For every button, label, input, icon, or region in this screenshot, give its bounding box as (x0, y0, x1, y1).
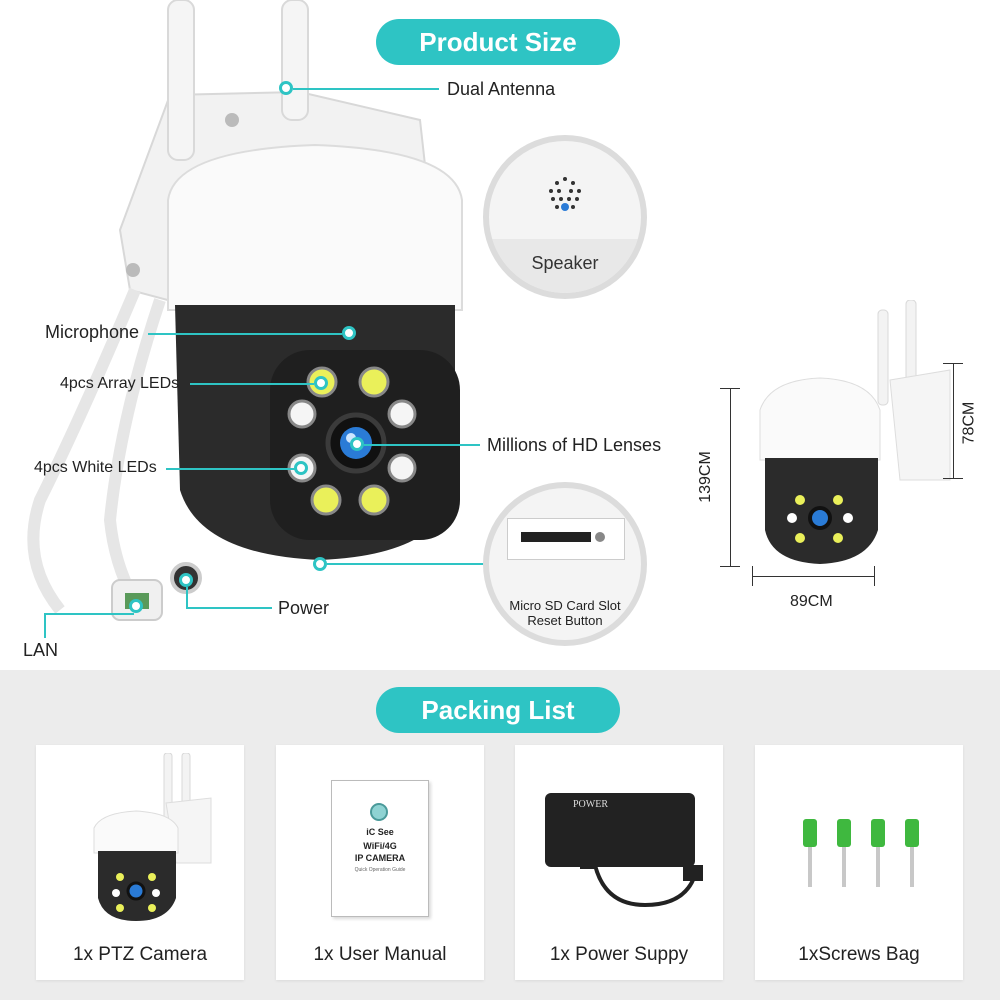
white-leds-lead-line (166, 468, 296, 470)
white-leds-marker-dot (294, 461, 308, 475)
height-dome-bottom-tick (943, 478, 963, 479)
manual-brand: iC See (366, 827, 394, 837)
speaker-label-band (489, 239, 641, 293)
sd-slot-lead-line (327, 563, 485, 565)
white-leds-label: 4pcs White LEDs (34, 459, 157, 476)
sd-card-slot (521, 532, 591, 542)
product-size-title: Product Size (376, 19, 620, 65)
packing-item-power: POWER 1x Power Suppy (515, 745, 723, 980)
lan-lead-line (44, 613, 134, 615)
height-dome-dimension-line (953, 363, 954, 478)
dual-antenna-label: Dual Antenna (447, 79, 556, 99)
packing-item-manual-label: 1x User Manual (313, 944, 447, 965)
power-adapter-text: POWER (573, 799, 608, 810)
power-lead-line (186, 607, 272, 609)
packing-list-title: Packing List (376, 687, 620, 733)
power-marker-dot (179, 573, 193, 587)
width-left-tick (752, 566, 753, 586)
camera-dimension-illustration (759, 300, 951, 564)
array-leds-lead-line (190, 383, 314, 385)
width-label: 89CM (790, 593, 833, 610)
user-manual-booklet: iC See WiFi/4G IP CAMERA Quick Operation… (331, 780, 429, 917)
packing-item-camera-label: 1x PTZ Camera (72, 944, 208, 965)
microphone-marker-dot (342, 326, 356, 340)
hd-lenses-label: Millions of HD Lenses (487, 435, 662, 455)
speaker-inset: Speaker (483, 135, 647, 299)
power-label: Power (278, 598, 330, 618)
lens-lead-line (364, 444, 480, 446)
height-dome-label: 78CM (960, 401, 978, 445)
microphone-lead-line (148, 333, 342, 335)
lens-marker-dot (350, 437, 364, 451)
lan-label: LAN (23, 640, 59, 660)
height-dome-top-tick (943, 363, 963, 364)
sd-slot-marker-dot (313, 557, 327, 571)
manual-lens-icon (370, 803, 388, 821)
packing-item-screws: 1xScrews Bag (755, 745, 963, 980)
height-total-dimension-line (730, 388, 731, 566)
manual-line1: WiFi/4G (363, 841, 397, 851)
speaker-grille-icon (549, 177, 581, 211)
antenna-marker-dot (279, 81, 293, 95)
power-lead-vertical (186, 587, 188, 607)
packing-item-screws-label: 1xScrews Bag (798, 944, 920, 965)
sd-card-inset: Micro SD Card Slot Reset Button (483, 482, 647, 646)
lan-lead-vertical (44, 613, 46, 638)
lan-marker-dot (129, 599, 143, 613)
manual-line2: IP CAMERA (354, 853, 406, 863)
packing-item-power-label: 1x Power Suppy (549, 944, 689, 965)
reset-button-icon (595, 532, 605, 542)
power-adapter-body: POWER (545, 793, 695, 867)
ptz-camera-thumbnail (93, 753, 212, 921)
width-dimension-line (752, 576, 874, 577)
height-total-top-tick (720, 388, 740, 389)
width-right-tick (874, 566, 875, 586)
sd-slot-label-line1: Micro SD Card Slot (509, 598, 621, 613)
height-total-label: 139CM (696, 451, 714, 503)
screws-icon (803, 819, 919, 887)
height-total-bottom-tick (720, 566, 740, 567)
microphone-label: Microphone (45, 322, 140, 342)
speaker-label: Speaker (531, 253, 599, 273)
sd-slot-label-line2: Reset Button (527, 613, 603, 628)
array-leds-marker-dot (314, 376, 328, 390)
power-cable-icon (580, 855, 703, 908)
packing-item-manual: iC See WiFi/4G IP CAMERA Quick Operation… (276, 745, 484, 980)
packing-item-camera: 1x PTZ Camera (36, 745, 244, 980)
array-leds-label: 4pcs Array LEDs (60, 375, 180, 392)
antenna-lead-line (293, 88, 439, 90)
manual-line3: Quick Operation Guide (354, 867, 406, 873)
